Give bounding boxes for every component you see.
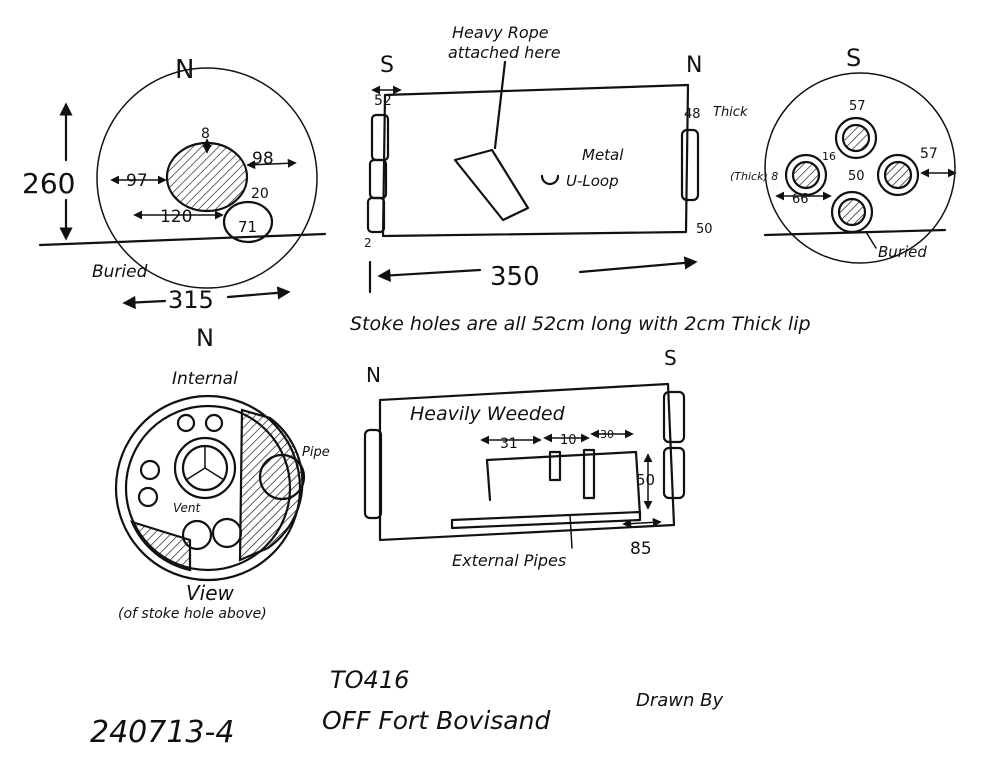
svg-text:Buried: Buried xyxy=(878,243,927,261)
svg-text:48: 48 xyxy=(684,107,701,122)
bottom-middle-view: N S Heavily Weeded 31 10 30 50 85 Extern… xyxy=(363,346,686,570)
svg-text:Internal: Internal xyxy=(172,369,238,389)
buried-label: Buried xyxy=(92,262,148,282)
svg-text:Thick: Thick xyxy=(713,105,748,120)
pipes-label: External Pipes xyxy=(452,551,566,570)
pipe-hole xyxy=(222,200,274,244)
svg-text:Vent: Vent xyxy=(173,501,201,515)
svg-text:N: N xyxy=(686,53,702,78)
svg-text:Metal: Metal xyxy=(582,146,624,164)
svg-text:98: 98 xyxy=(252,149,274,169)
svg-text:97: 97 xyxy=(126,171,148,191)
location-label: OFF Fort Bovisand xyxy=(322,706,550,735)
stoke-note: Stoke holes are all 52cm long with 2cm T… xyxy=(350,313,811,335)
svg-text:31: 31 xyxy=(500,436,518,452)
svg-text:52: 52 xyxy=(374,93,392,109)
svg-text:57: 57 xyxy=(849,99,866,114)
top-middle-view: S N Heavy Rope attached here Metal U-Loo… xyxy=(364,23,748,294)
pipe-circle xyxy=(258,453,306,501)
svg-text:50: 50 xyxy=(848,169,865,184)
svg-text:attached here: attached here xyxy=(448,43,561,62)
svg-text:Pipe: Pipe xyxy=(302,445,330,460)
svg-text:120: 120 xyxy=(160,207,192,227)
ground-line xyxy=(38,232,327,247)
width-label: 315 xyxy=(168,286,214,314)
drawn-by-label: Drawn By xyxy=(636,690,723,711)
height-label: 260 xyxy=(22,167,75,200)
rope-block xyxy=(453,148,530,222)
ref-label: 240713-4 xyxy=(90,715,234,750)
weeded-label: Heavily Weeded xyxy=(410,403,566,425)
svg-text:N: N xyxy=(366,363,381,387)
external-pipe xyxy=(450,510,642,530)
svg-text:S: S xyxy=(664,346,677,370)
svg-text:U-Loop: U-Loop xyxy=(566,172,619,190)
vent-circle xyxy=(173,436,237,500)
hatched-panel xyxy=(238,408,304,562)
svg-text:50: 50 xyxy=(636,471,655,489)
stoke-hole xyxy=(165,141,249,213)
svg-text:8: 8 xyxy=(201,126,210,142)
svg-text:S: S xyxy=(380,53,394,78)
length-label: 350 xyxy=(490,262,540,292)
top-right-view: S 57 57 50 66 (Thick) 8 16 Buried xyxy=(730,44,957,264)
svg-text:85: 85 xyxy=(630,539,652,559)
svg-text:2: 2 xyxy=(364,236,372,250)
svg-text:20: 20 xyxy=(251,186,269,202)
svg-text:50: 50 xyxy=(696,222,713,237)
footer: TO416 240713-4 OFF Fort Bovisand Drawn B… xyxy=(90,666,723,750)
svg-text:View: View xyxy=(186,581,235,605)
svg-text:66: 66 xyxy=(792,192,809,207)
svg-text:16: 16 xyxy=(822,150,836,163)
top-left-view: N 260 315 97 98 8 120 20 71 Buried xyxy=(22,55,327,314)
svg-text:(of stoke hole above): (of stoke hole above) xyxy=(118,606,267,622)
bottom-left-view: N Internal Vent Pipe View (of stoke hole… xyxy=(114,324,330,622)
svg-text:Heavy Rope: Heavy Rope xyxy=(452,23,549,42)
svg-text:N: N xyxy=(196,324,214,352)
svg-text:(Thick) 8: (Thick) 8 xyxy=(730,170,778,183)
svg-text:71: 71 xyxy=(238,218,257,236)
svg-text:57: 57 xyxy=(920,146,938,162)
svg-text:30: 30 xyxy=(600,428,614,441)
svg-text:10: 10 xyxy=(560,433,577,448)
hull-outline xyxy=(381,83,690,238)
code-label: TO416 xyxy=(330,666,409,694)
svg-text:S: S xyxy=(846,44,861,72)
